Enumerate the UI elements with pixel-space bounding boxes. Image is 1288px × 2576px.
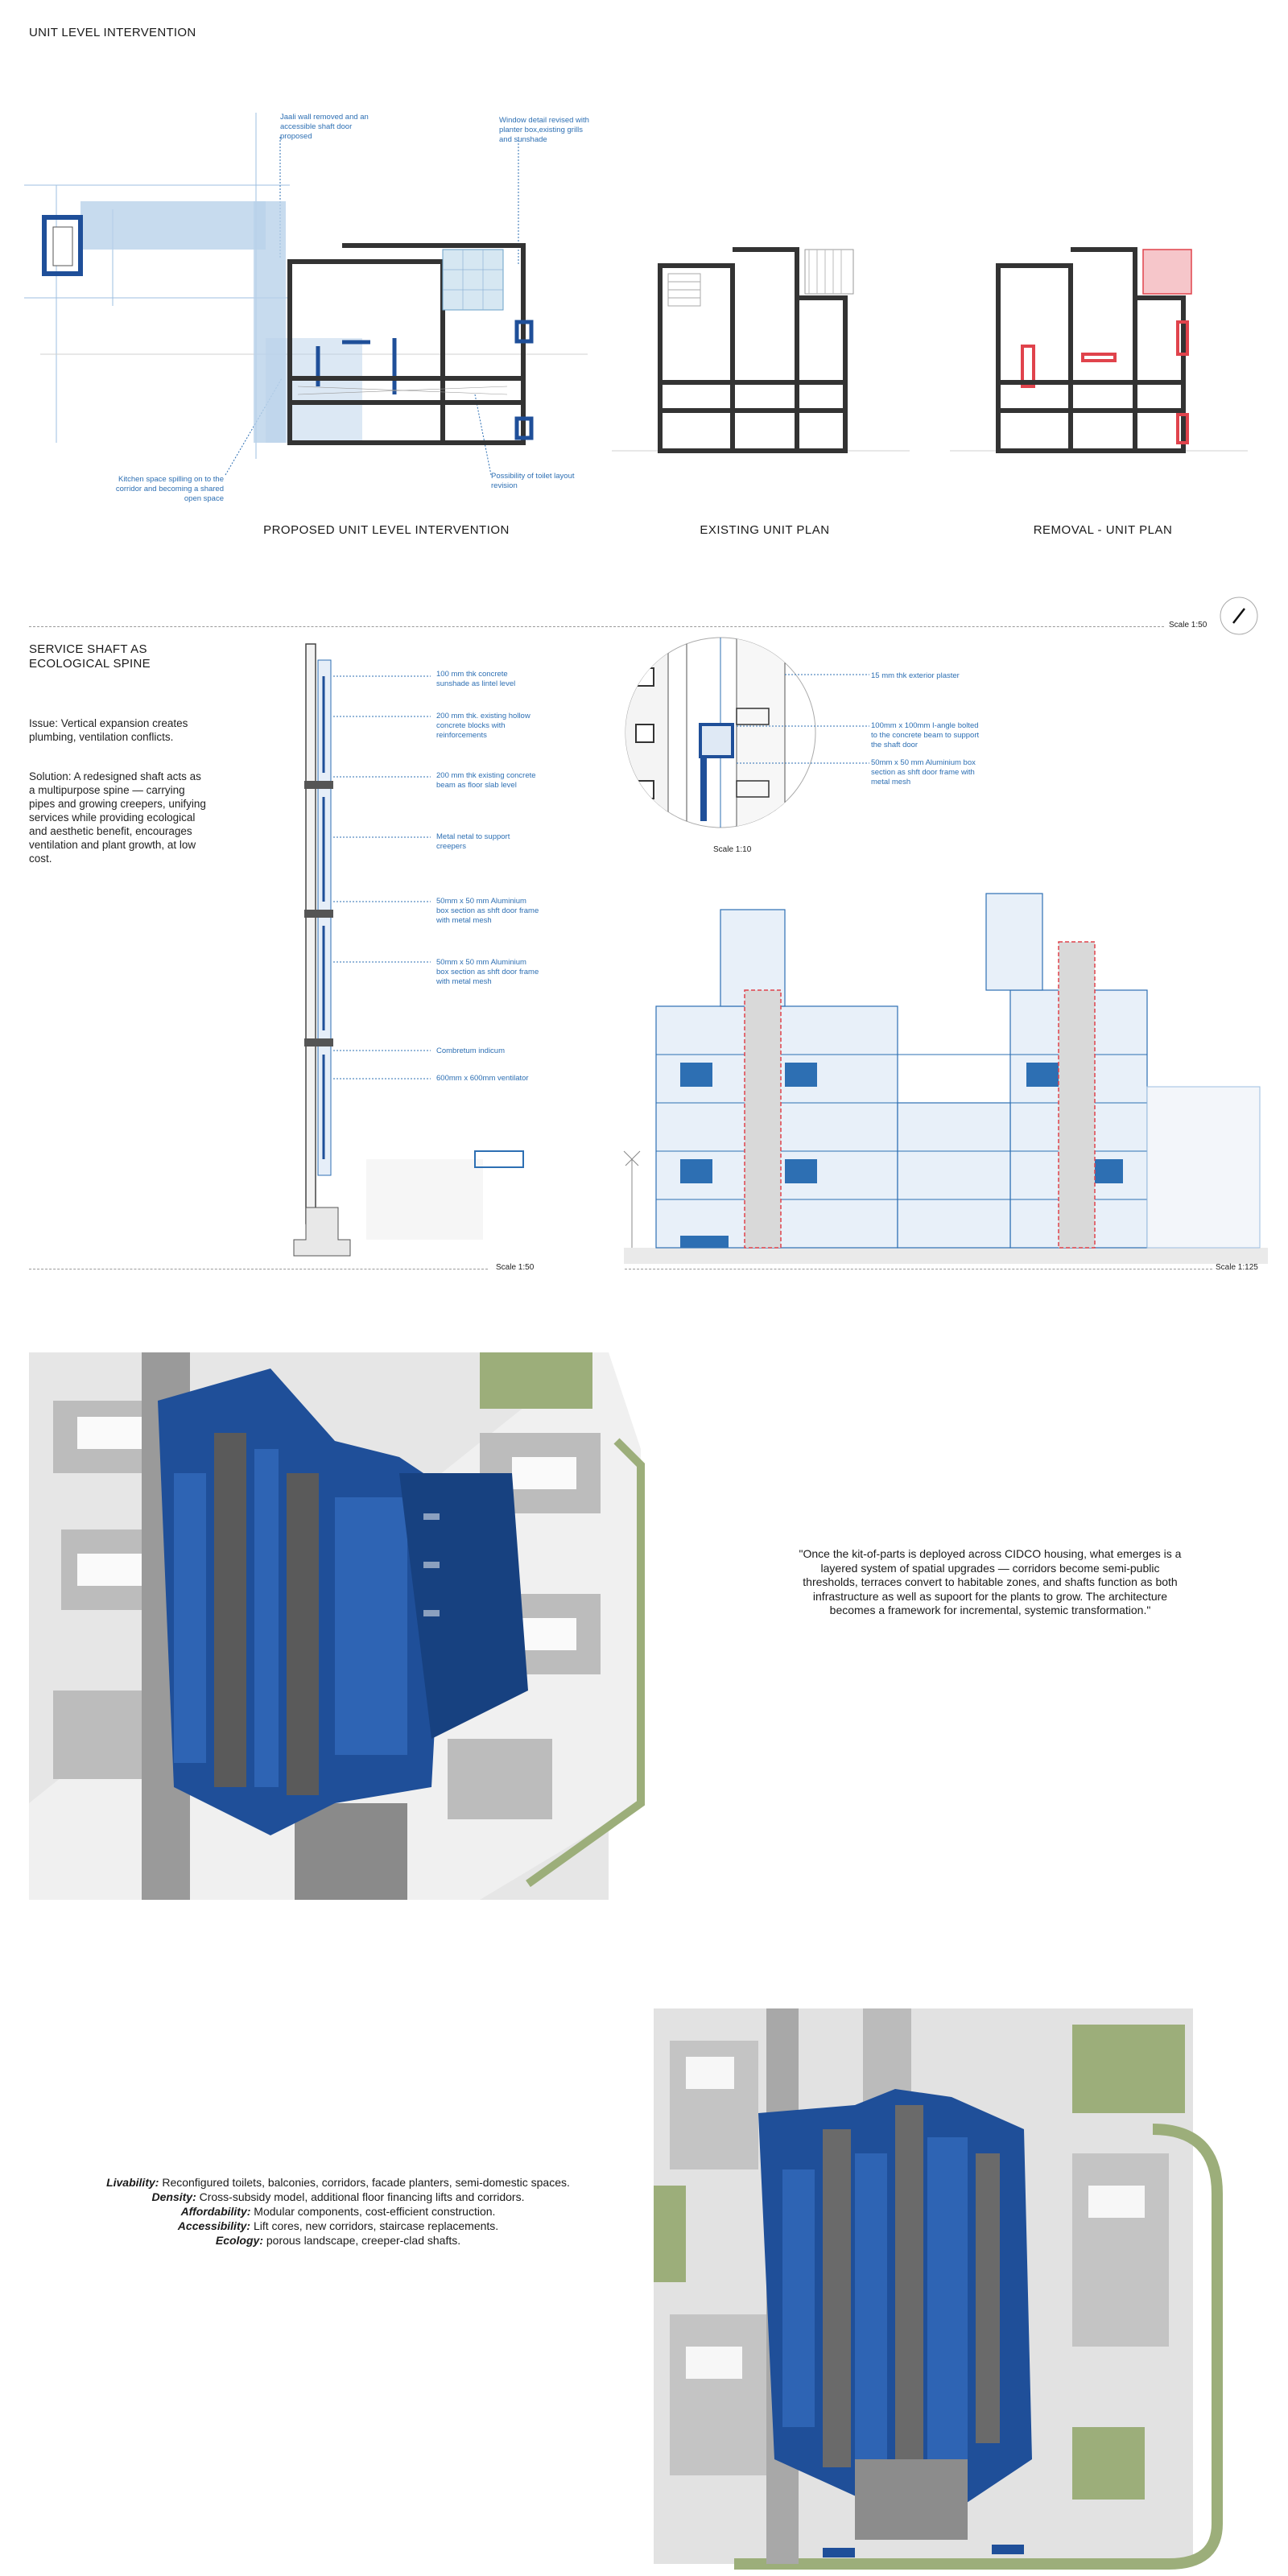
annotation-window: Window detail revised with planter box,e… — [499, 116, 589, 144]
legend-density: Density: Cross-subsidy model, additional… — [80, 2190, 596, 2204]
issue-text: Issue: Vertical expansion creates plumbi… — [29, 717, 188, 743]
proposed-unit-plan — [24, 113, 588, 476]
shaft-detail-circle — [625, 637, 869, 828]
legend-livability: Livability: Reconfigured toilets, balcon… — [80, 2175, 596, 2190]
quote-text: "Once the kit-of-parts is deployed acros… — [799, 1547, 1182, 1616]
caption-proposed: PROPOSED UNIT LEVEL INTERVENTION — [263, 523, 510, 537]
solution-text: Solution: A redesigned shaft acts as a m… — [29, 770, 206, 865]
legend-desc: porous landscape, creeper-clad shafts. — [262, 2234, 461, 2247]
section-note-4: Metal netal to support creepers — [436, 832, 510, 851]
shaft-wall-section — [293, 643, 524, 1257]
detail-note-2: 100mm x 100mm I-angle bolted to the conc… — [871, 721, 980, 749]
scale-unit-plan: Scale 1:50 — [1169, 621, 1208, 630]
detail-note-3: 50mm x 50 mm Aluminium box section as sh… — [871, 758, 976, 786]
north-arrow-icon — [1220, 597, 1258, 635]
section-note-1: 100 mm thk concrete sunshade as lintel l… — [436, 670, 516, 688]
legend-affordability: Affordability: Modular components, cost-… — [80, 2204, 596, 2219]
section-note-6: 50mm x 50 mm Aluminium box section as sh… — [436, 958, 539, 986]
annotation-kitchen: Kitchen space spilling on to the corrido… — [115, 475, 224, 503]
section-note-2: 200 mm thk. existing hollow concrete blo… — [436, 712, 530, 740]
section-title-line-1: SERVICE SHAFT AS — [29, 642, 147, 656]
section-note-8: 600mm x 600mm ventilator — [436, 1074, 529, 1083]
axonometric-view — [29, 1352, 645, 1900]
legend-term: Density: — [151, 2190, 196, 2203]
section-title-line-2: ECOLOGICAL SPINE — [29, 657, 151, 671]
existing-unit-plan — [612, 247, 910, 453]
annotation-toilet: Possibility of toilet layout revision — [491, 472, 575, 490]
section-title-unit-intervention: UNIT LEVEL INTERVENTION — [29, 26, 196, 39]
scale-detail: Scale 1:10 — [713, 845, 752, 854]
caption-existing: EXISTING UNIT PLAN — [700, 523, 830, 537]
aerial-plan-view — [654, 2008, 1223, 2570]
strategy-legend: Livability: Reconfigured toilets, balcon… — [80, 2175, 596, 2248]
removal-unit-plan — [950, 247, 1248, 453]
legend-desc: Reconfigured toilets, balconies, corrido… — [159, 2176, 570, 2189]
section-title-service-shaft: SERVICE SHAFT AS ECOLOGICAL SPINE — [29, 642, 151, 671]
scale-elevation: Scale 1:125 — [1216, 1263, 1258, 1272]
legend-ecology: Ecology: porous landscape, creeper-clad … — [80, 2233, 596, 2248]
section-note-5: 50mm x 50 mm Aluminium box section as sh… — [436, 897, 539, 925]
annotation-jaali: Jaali wall removed and an accessible sha… — [280, 113, 369, 141]
legend-accessibility: Accessibility: Lift cores, new corridors… — [80, 2219, 596, 2233]
scale-section: Scale 1:50 — [496, 1263, 535, 1272]
legend-term: Ecology: — [215, 2234, 263, 2247]
legend-desc: Lift cores, new corridors, staircase rep… — [250, 2219, 499, 2232]
divider-1 — [29, 626, 1164, 627]
shaft-elevation — [623, 893, 1268, 1264]
section-note-7: Combretum indicum — [436, 1046, 505, 1055]
legend-desc: Cross-subsidy model, additional floor fi… — [196, 2190, 525, 2203]
detail-note-1: 15 mm thk exterior plaster — [871, 671, 960, 680]
caption-removal: REMOVAL - UNIT PLAN — [1033, 523, 1173, 537]
section-note-3: 200 mm thk existing concrete beam as flo… — [436, 771, 536, 790]
legend-desc: Modular components, cost-efficient const… — [250, 2205, 496, 2218]
legend-term: Accessibility: — [177, 2219, 251, 2232]
legend-term: Livability: — [106, 2176, 159, 2189]
legend-term: Affordability: — [180, 2205, 251, 2218]
